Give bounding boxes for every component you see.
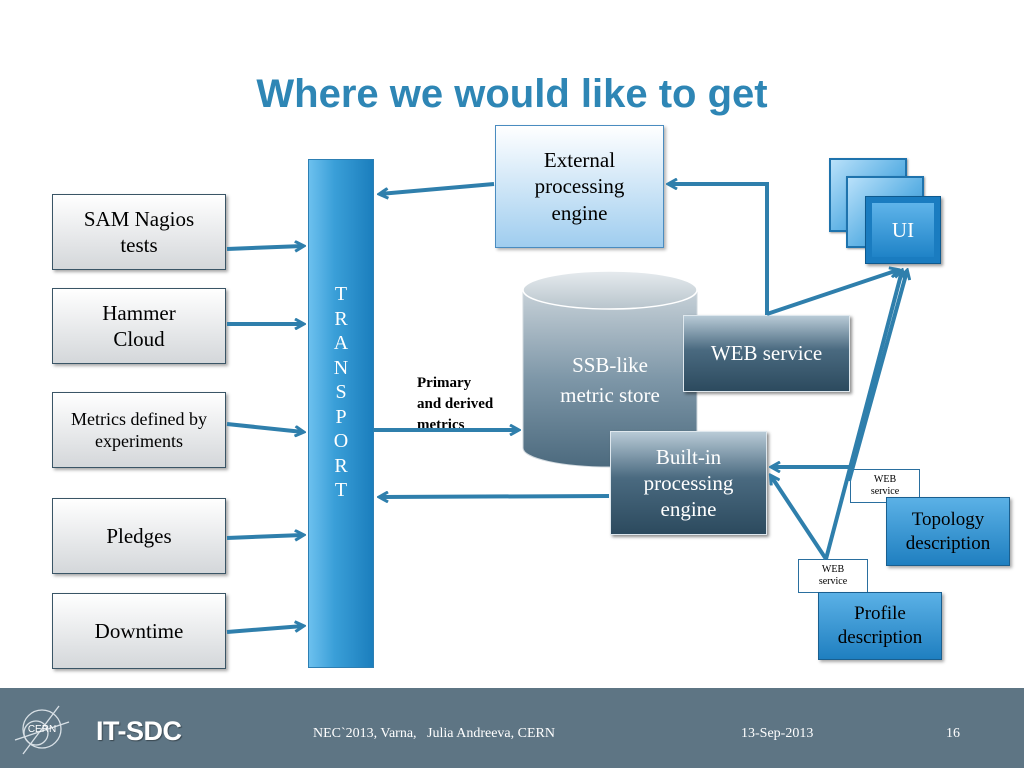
footer-page-number: 16 [946, 726, 960, 741]
footer-date: 13-Sep-2013 [741, 726, 814, 741]
profile-web-service-label: WEB service [798, 559, 868, 593]
profile-description-box: Profile description [818, 592, 942, 660]
svg-text:CERN: CERN [28, 724, 56, 735]
ui-label: UI [872, 203, 934, 257]
slide-title: Where we would like to get [256, 72, 768, 116]
metric-store-label: SSB-like metric store [560, 353, 660, 408]
ui-window-front: UI [865, 196, 941, 264]
external-processing-engine-box: External processing engine [495, 125, 664, 248]
arrow-downtime-to-transport [226, 626, 303, 634]
hammer-cloud-box: Hammer Cloud [52, 288, 226, 364]
arrow-webservice-to-ui [766, 270, 898, 316]
arrow-builtin-to-transport [380, 496, 610, 497]
arrow-sam-to-transport [226, 246, 303, 249]
footer-bar [0, 688, 1024, 768]
pledges-box: Pledges [52, 498, 226, 574]
footer-conference: NEC`2013, Varna, Julia Andreeva, CERN [313, 726, 555, 741]
web-service-box: WEB service [683, 315, 850, 392]
builtin-processing-engine-box: Built-in processing engine [610, 431, 767, 535]
arrow-profile-ws-to-builtin [771, 476, 828, 561]
metrics-experiments-box: Metrics defined by experiments [52, 392, 226, 468]
arrow-topology-ws-to-ui [847, 271, 907, 482]
topology-description-box: Topology description [886, 497, 1010, 566]
downtime-box: Downtime [52, 593, 226, 669]
arrow-metrics-to-transport [226, 422, 303, 432]
metric-store-cylinder [522, 270, 698, 468]
arrow-pledges-to-transport [226, 535, 303, 538]
arrow-webservice-to-external [669, 184, 769, 315]
cern-logo-icon: CERN [14, 705, 70, 755]
sam-nagios-box: SAM Nagios tests [52, 194, 226, 270]
it-sdc-brand: IT-SDC [96, 716, 182, 746]
arrow-profile-ws-to-ui [824, 271, 902, 560]
arrow-external-to-transport [380, 182, 495, 194]
